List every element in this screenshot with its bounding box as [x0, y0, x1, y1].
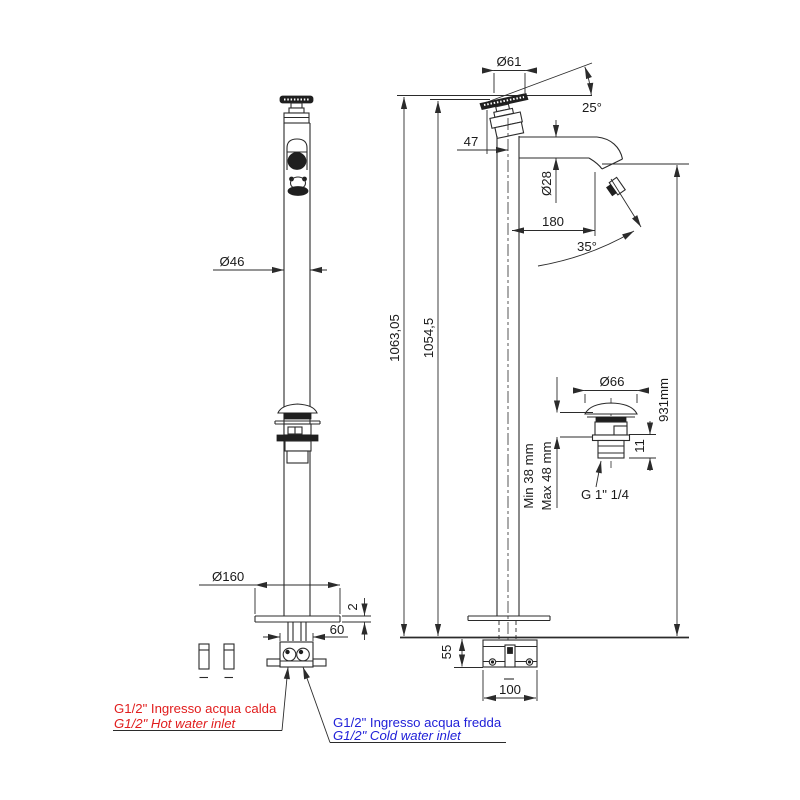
dim-phi61: Ø61	[497, 54, 522, 69]
side-fixing-block	[482, 639, 538, 680]
side-floor-plate	[467, 615, 551, 622]
side-column	[496, 136, 520, 616]
side-valve-body	[489, 111, 525, 140]
dim-min38: Min 38 mm	[521, 443, 536, 508]
dim-100: 100	[499, 682, 521, 697]
hot-inlet-label-en: G1/2" Hot water inlet	[114, 716, 237, 731]
front-spout-outlet	[287, 152, 307, 170]
cold-inlet-port	[296, 647, 310, 662]
cold-inlet-label-it: G1/2" Ingresso acqua fredda	[333, 715, 502, 730]
front-view	[198, 95, 341, 679]
dim-55: 55	[439, 645, 454, 660]
fixing-parts	[198, 643, 235, 679]
dim-phi46: Ø46	[220, 254, 245, 269]
dim-60: 60	[330, 622, 345, 637]
inlet-labels: G1/2" Ingresso acqua calda G1/2" Hot wat…	[113, 666, 506, 743]
handle-tilt-line	[481, 62, 593, 105]
dim-2: 2	[345, 603, 360, 610]
dim-1054: 1054,5	[421, 318, 436, 358]
dim-47: 47	[464, 134, 479, 149]
aerator	[606, 176, 626, 197]
dim-angle-25: 25°	[582, 100, 602, 115]
dimensions: Ø61 25° 47 Ø28 180 35° 1063,05 1054,5 93…	[199, 54, 689, 702]
front-waste	[274, 403, 321, 464]
front-fixing-block	[266, 641, 327, 668]
dim-931: 931mm	[656, 378, 671, 422]
dim-180: 180	[542, 214, 564, 229]
hot-leader-line	[281, 666, 290, 731]
cold-leader-line	[302, 666, 331, 743]
dim-angle-35: 35°	[577, 239, 597, 254]
dim-phi160: Ø160	[212, 569, 244, 584]
waste-detail	[584, 398, 638, 468]
front-column	[283, 122, 311, 616]
side-spout	[519, 136, 642, 228]
hot-inlet-label-it: G1/2" Ingresso acqua calda	[114, 701, 277, 716]
side-view	[397, 62, 689, 680]
hot-inlet-port	[282, 647, 297, 662]
dim-1063: 1063,05	[387, 314, 402, 362]
cold-inlet-label-en: G1/2" Cold water inlet	[333, 728, 462, 743]
dim-max48: Max 48 mm	[539, 442, 554, 511]
front-floor-plate	[254, 615, 341, 623]
dim-phi66: Ø66	[600, 374, 625, 389]
dim-11: 11	[632, 439, 647, 453]
dim-phi28: Ø28	[539, 171, 554, 196]
dim-waste-thread: G 1" 1/4	[581, 487, 629, 502]
